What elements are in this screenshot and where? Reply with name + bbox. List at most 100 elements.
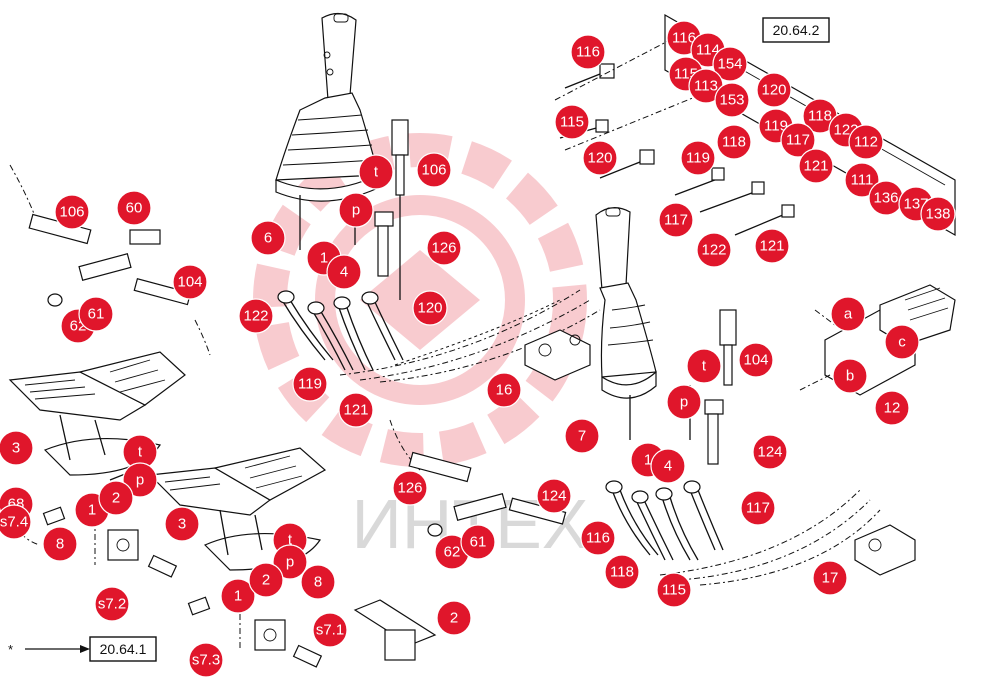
callout-label: t — [288, 532, 293, 549]
callout-120: 120 — [756, 72, 792, 108]
callout-136: 136 — [868, 180, 904, 216]
callout-113: 113 — [688, 68, 724, 104]
hoses-right — [605, 480, 881, 586]
joystick-right — [595, 207, 691, 440]
callout-2: 2 — [98, 480, 134, 516]
callout-104: 104 — [172, 264, 208, 300]
callout-16: 16 — [486, 372, 522, 408]
callout-111: 111 — [844, 162, 880, 198]
mid-fittings — [389, 419, 567, 537]
callout-2: 2 — [248, 562, 284, 598]
callout-label: 118 — [610, 564, 634, 581]
callout-label: p — [286, 554, 294, 571]
valve-block-17 — [854, 524, 916, 576]
callout-label: 1 — [320, 250, 328, 267]
callout-112: 112 — [848, 124, 884, 160]
callout-120: 120 — [412, 290, 448, 326]
pedal-left — [8, 351, 186, 476]
pedal-cover — [353, 599, 437, 661]
callout-p: p — [666, 384, 702, 420]
callout-label: 121 — [343, 402, 368, 419]
callout-104: 104 — [738, 342, 774, 378]
callout-138: 138 — [920, 196, 956, 232]
callout-116: 116 — [580, 520, 616, 556]
callout-label: p — [680, 394, 688, 411]
callout-153: 153 — [714, 82, 750, 118]
callout-117: 117 — [740, 490, 776, 526]
callout-label: 7 — [578, 428, 586, 445]
fitting-124-right — [704, 399, 724, 465]
callout-label: 115 — [662, 582, 686, 599]
callout-label: s7.4 — [0, 514, 28, 531]
callout-label: 136 — [873, 190, 898, 207]
callout-label: 119 — [764, 118, 788, 135]
callout-label: 116 — [586, 530, 610, 547]
callout-label: 117 — [664, 212, 688, 229]
callout-label: 114 — [696, 42, 720, 59]
callout-b: b — [832, 358, 868, 394]
callout-label: 2 — [112, 490, 120, 507]
callout-label: 120 — [761, 82, 786, 99]
callout-1: 1 — [220, 578, 256, 614]
callout-17: 17 — [812, 560, 848, 596]
callout-2: 2 — [436, 600, 472, 636]
callout-label: 119 — [686, 150, 710, 167]
callout-label: 1 — [644, 452, 652, 469]
callout-c: c — [884, 324, 920, 360]
callout-label: a — [844, 306, 853, 323]
callout-124: 124 — [752, 434, 788, 470]
callout-label: s7.3 — [192, 652, 220, 669]
callout-label: 124 — [757, 444, 782, 461]
callout-label: 121 — [759, 238, 784, 255]
callout-106: 106 — [54, 194, 90, 230]
callout-115: 115 — [554, 104, 590, 140]
legend-ref-text: 20.64.1 — [100, 641, 147, 657]
top-ref-text: 20.64.2 — [773, 22, 820, 38]
solenoid-valve-12 — [799, 284, 956, 396]
callout-115: 115 — [656, 572, 692, 608]
callout-label: 4 — [340, 264, 348, 281]
callout-label: t — [702, 358, 707, 375]
callout-label: 124 — [541, 488, 566, 505]
callout-118: 118 — [604, 554, 640, 590]
pressure-switches — [42, 506, 323, 668]
callout-label: 16 — [496, 382, 513, 399]
callout-118: 118 — [716, 124, 752, 160]
callout-61: 61 — [460, 524, 496, 560]
callout-label: t — [138, 444, 143, 461]
callout-121: 121 — [798, 148, 834, 184]
callout-8: 8 — [300, 564, 336, 600]
hoses-left — [277, 289, 601, 383]
left-fittings — [9, 164, 211, 356]
callout-label: 1 — [234, 588, 242, 605]
callout-label: 119 — [298, 376, 322, 393]
callout-label: p — [136, 472, 144, 489]
callout-3: 3 — [164, 506, 200, 542]
callout-121: 121 — [754, 228, 790, 264]
callout-117: 117 — [780, 122, 816, 158]
callout-label: 115 — [560, 114, 584, 131]
callout-label: 8 — [314, 574, 322, 591]
callout-label: b — [846, 368, 854, 385]
callout-a: a — [830, 296, 866, 332]
callout-122: 122 — [238, 298, 274, 334]
callout-layer: 1161151201161141541151131531201191181171… — [0, 20, 956, 678]
callout-label: 113 — [694, 78, 718, 95]
callout-p: p — [122, 462, 158, 498]
callout-6: 6 — [250, 220, 286, 256]
callout-label: 17 — [822, 570, 839, 587]
callout-label: 2 — [262, 572, 270, 589]
callout-label: t — [374, 164, 379, 181]
callout-119: 119 — [680, 140, 716, 176]
callout-126: 126 — [392, 470, 428, 506]
callout-label: p — [352, 202, 360, 219]
callout-label: 3 — [178, 516, 186, 533]
callout-label: 2 — [450, 610, 458, 627]
callout-4: 4 — [650, 448, 686, 484]
callout-label: 154 — [717, 56, 742, 73]
callout-118: 118 — [802, 98, 838, 134]
callout-label: s7.1 — [316, 622, 344, 639]
callout-label: 6 — [264, 230, 272, 247]
